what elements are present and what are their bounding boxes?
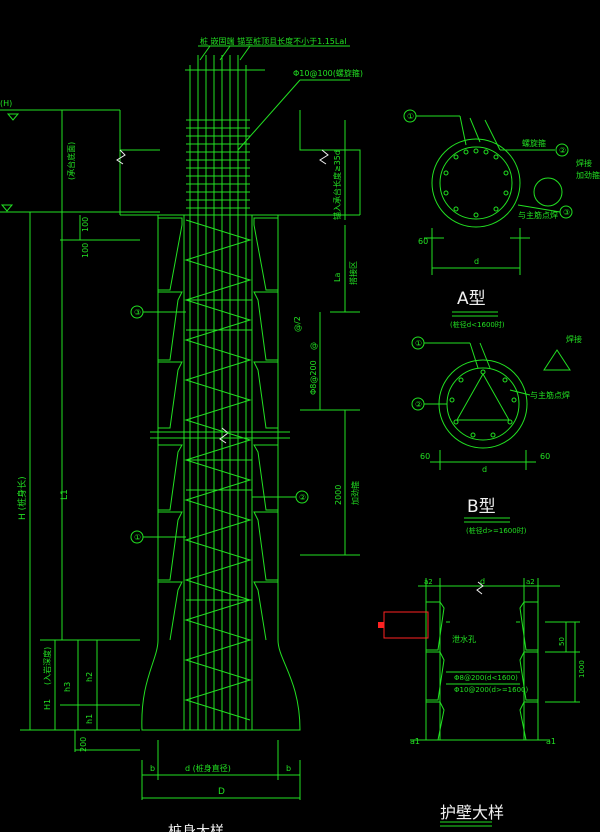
type-b-callout-1: ① bbox=[415, 339, 422, 348]
type-b-60b: 60 bbox=[540, 452, 550, 461]
dim-h2: h2 bbox=[85, 672, 94, 682]
type-b-main-label: 与主筋点焊 bbox=[530, 390, 570, 400]
spiral-stirrup bbox=[184, 219, 252, 721]
note-leader bbox=[219, 45, 231, 61]
type-b-callout-2: ② bbox=[415, 400, 422, 409]
left-dims bbox=[20, 110, 140, 752]
wall-detail bbox=[378, 578, 580, 827]
pile-detail-caption: 桩身大样 bbox=[168, 823, 224, 832]
note-leader bbox=[199, 45, 211, 61]
pile-bell bbox=[141, 639, 301, 731]
right-dims bbox=[300, 120, 360, 556]
stiff-hoop-label: 加劲箍 bbox=[350, 481, 360, 505]
stirrup-spec: Φ8@200 bbox=[309, 360, 318, 395]
type-b-section bbox=[411, 336, 571, 523]
type-a-callout-2: ② bbox=[559, 146, 566, 155]
dim-L1: L1 bbox=[60, 489, 70, 500]
dim-d: d (桩身直径) bbox=[185, 763, 231, 773]
wall-50: 50 bbox=[558, 637, 566, 646]
wall-stirrup-large: Φ10@200(d>=1600) bbox=[454, 686, 528, 694]
elevation-mark-icon bbox=[0, 204, 14, 212]
lap-zone-label: 搭接区 bbox=[348, 261, 358, 285]
wall-d: d bbox=[480, 577, 485, 586]
wall-a1-right: a1 bbox=[546, 737, 556, 746]
type-a-callout-1: ① bbox=[407, 112, 414, 121]
callout-1-label: ① bbox=[134, 533, 141, 542]
wall-a2-right: a2 bbox=[526, 578, 535, 586]
highlight-marker bbox=[378, 622, 384, 628]
break-mark-icon bbox=[219, 427, 229, 444]
type-b-d: d bbox=[482, 465, 487, 474]
dim-La: La bbox=[333, 273, 342, 282]
type-b-60a: 60 bbox=[420, 452, 430, 461]
type-a-spiral-label: 螺旋箍 bbox=[522, 138, 546, 148]
wall-a1-left: a1 bbox=[410, 737, 420, 746]
wall-stirrup-small: Φ8@200(d<1600) bbox=[454, 674, 518, 682]
dim-b-left: b bbox=[150, 764, 155, 773]
type-a-callout-3: ③ bbox=[563, 208, 570, 217]
retaining-wall-right bbox=[253, 217, 278, 641]
break-mark-icon bbox=[319, 149, 329, 165]
type-b-title: B型 bbox=[467, 497, 496, 517]
dim-b-right: b bbox=[286, 764, 291, 773]
elevation-mark-icon bbox=[6, 113, 20, 121]
wall-a2-left: a2 bbox=[424, 578, 433, 586]
stiffening-hoops bbox=[186, 299, 252, 601]
dim-h1: h1 bbox=[85, 714, 94, 724]
weld-triangle-icon bbox=[543, 349, 571, 371]
dim-H: H (桩身长) bbox=[16, 476, 28, 520]
dim-2000: 2000 bbox=[334, 485, 343, 505]
pile-cap-left bbox=[119, 110, 160, 151]
weep-hole-label: 泄水孔 bbox=[452, 634, 476, 644]
dim-100b: 100 bbox=[81, 243, 90, 258]
spiral-leader bbox=[237, 79, 301, 151]
wall-detail-title: 护壁大样 bbox=[440, 803, 504, 822]
anchor-note: 桩 嵌固端 锚至桩顶且长度不小于1.15Lal bbox=[200, 36, 346, 46]
type-a-d: d bbox=[474, 257, 479, 266]
dim-h3: h3 bbox=[63, 682, 72, 692]
spacing: @ bbox=[309, 342, 318, 350]
pile-elevation bbox=[0, 45, 361, 800]
dim-100a: 100 bbox=[81, 217, 90, 232]
dim-D: D bbox=[218, 787, 225, 797]
highlight-box bbox=[383, 611, 429, 639]
type-a-60: 60 bbox=[418, 237, 428, 246]
spacing-half: @/2 bbox=[293, 316, 302, 332]
bottom-dims bbox=[141, 740, 301, 800]
callout-3-label: ③ bbox=[134, 308, 141, 317]
break-mark-icon bbox=[116, 149, 126, 165]
type-a-section bbox=[403, 109, 573, 317]
type-b-weld-label: 焊接 bbox=[566, 334, 582, 344]
type-a-title: A型 bbox=[457, 289, 486, 309]
type-b-sub: (桩径d>=1600时) bbox=[466, 526, 527, 535]
type-a-weld-label: 焊接 bbox=[576, 158, 592, 168]
main-rebars bbox=[183, 55, 253, 730]
top-stirrups bbox=[186, 119, 250, 209]
elevation-label: (H) bbox=[0, 99, 12, 108]
seal-label: (承台底面) bbox=[66, 142, 76, 180]
wall-1000: 1000 bbox=[578, 660, 586, 678]
dim-H1: H1 bbox=[43, 699, 52, 710]
pile-cap-right bbox=[299, 110, 361, 215]
stiff-hoop-icon bbox=[533, 177, 563, 207]
type-b-bars bbox=[449, 369, 517, 438]
break-mark-icon bbox=[476, 581, 484, 595]
callout-2-label: ② bbox=[299, 493, 306, 502]
type-a-stiff-label: 加劲箍 bbox=[576, 170, 600, 180]
spiral-note: Φ10@100(螺旋箍) bbox=[293, 68, 363, 78]
dim-200: 200 bbox=[79, 737, 88, 752]
retaining-wall-left bbox=[158, 217, 183, 641]
inner-depth-label: (入岩深度) bbox=[42, 647, 52, 685]
type-a-bars bbox=[443, 148, 509, 218]
type-a-main-label: 与主筋点焊 bbox=[518, 210, 558, 220]
anchor-length-label: 锚入承台长度≥35d bbox=[332, 150, 342, 220]
note-leader bbox=[239, 45, 251, 61]
type-a-sub: (桩径d<1600时) bbox=[450, 320, 505, 329]
